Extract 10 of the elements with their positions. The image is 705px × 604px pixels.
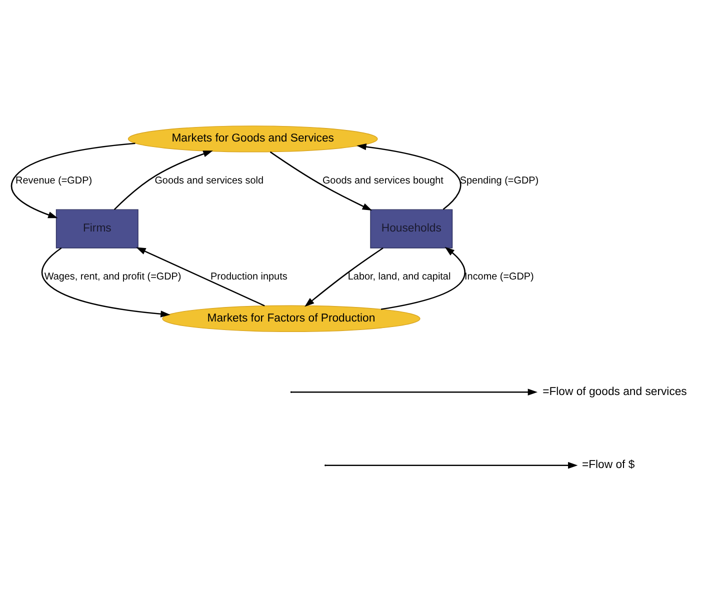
edge-label: Wages, rent, and profit (=GDP) bbox=[44, 271, 182, 282]
edge-label: Revenue (=GDP) bbox=[16, 175, 92, 186]
edge-label: Labor, land, and capital bbox=[348, 271, 451, 282]
edge-label: Spending (=GDP) bbox=[460, 175, 539, 186]
legend-label: =Flow of goods and services bbox=[542, 386, 687, 398]
edge-label: Goods and services sold bbox=[154, 175, 264, 186]
edge-label: Goods and services bought bbox=[322, 175, 444, 186]
legend-label: =Flow of $ bbox=[582, 459, 635, 472]
edge-label: Income (=GDP) bbox=[464, 271, 534, 282]
edge-label: Production inputs bbox=[210, 271, 288, 282]
